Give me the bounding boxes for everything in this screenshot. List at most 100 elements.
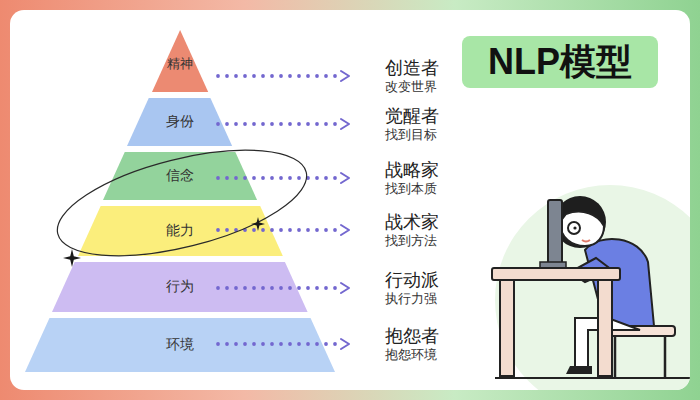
arrow-dot <box>216 122 220 126</box>
arrow-dot <box>252 342 256 346</box>
arrow-dot <box>288 74 292 78</box>
pyramid-band: 信念 <box>103 152 257 200</box>
arrow-head <box>341 173 349 183</box>
arrow-dot <box>216 176 220 180</box>
role-name: 抱怨者 <box>385 324 439 348</box>
arrow-head <box>341 225 349 235</box>
role-description: 找到本质 <box>385 180 437 198</box>
dotted-arrow <box>216 71 349 81</box>
band-fill <box>127 98 232 146</box>
role-description: 执行力强 <box>385 290 437 308</box>
arrow-dot <box>333 228 337 232</box>
arrow-dot <box>252 74 256 78</box>
dotted-arrow <box>216 339 349 349</box>
arrow-dot <box>324 228 328 232</box>
arrow-dot <box>261 74 265 78</box>
arrow-dot <box>324 176 328 180</box>
arrow-dot <box>315 176 319 180</box>
arrow-dot <box>333 122 337 126</box>
arrow-dot <box>270 74 274 78</box>
arrow-head <box>341 339 349 349</box>
band-label: 信念 <box>166 167 194 185</box>
arrow-dot <box>297 122 301 126</box>
arrow-dot <box>315 74 319 78</box>
arrow-dot <box>297 228 301 232</box>
arrow-dot <box>306 286 310 290</box>
arrow-dot <box>306 122 310 126</box>
arrow-dot <box>297 176 301 180</box>
arrow-dot <box>261 176 265 180</box>
arrow-head <box>341 119 349 129</box>
role-description: 找到目标 <box>385 126 437 144</box>
star-mark <box>63 249 81 267</box>
arrow-dot <box>261 122 265 126</box>
star-mark <box>251 217 265 231</box>
arrow-dot <box>288 342 292 346</box>
arrow-dot <box>225 342 229 346</box>
arrow-dot <box>261 228 265 232</box>
arrow-dot <box>288 176 292 180</box>
band-fill <box>52 262 308 312</box>
arrow-dot <box>252 286 256 290</box>
arrow-dot <box>324 286 328 290</box>
arrow-dot <box>333 286 337 290</box>
arrow-dot <box>234 74 238 78</box>
arrow-dot <box>252 122 256 126</box>
arrow-head <box>341 71 349 81</box>
arrow-dot <box>243 342 247 346</box>
arrow-dot <box>288 286 292 290</box>
arrow-dot <box>315 228 319 232</box>
arrow-dot <box>225 286 229 290</box>
role-name: 行动派 <box>385 268 439 292</box>
band-fill <box>152 30 208 92</box>
arrow-dot <box>297 342 301 346</box>
arrow-dot <box>252 228 256 232</box>
arrow-dot <box>270 176 274 180</box>
arrow-dot <box>324 122 328 126</box>
band-label: 行为 <box>166 278 194 296</box>
arrow-dot <box>234 228 238 232</box>
band-fill <box>25 318 335 372</box>
pyramid-band: 行为 <box>52 262 308 312</box>
arrow-dot <box>216 74 220 78</box>
arrow-dot <box>234 122 238 126</box>
band-label: 能力 <box>166 222 194 240</box>
role-description: 找到方法 <box>385 232 437 250</box>
arrow-dot <box>243 176 247 180</box>
arrow-dot <box>243 122 247 126</box>
arrow-dot <box>306 342 310 346</box>
arrow-dot <box>297 286 301 290</box>
arrow-dot <box>234 342 238 346</box>
arrow-dot <box>333 342 337 346</box>
arrow-dot <box>252 176 256 180</box>
person-illustration <box>492 185 690 390</box>
arrow-dot <box>306 74 310 78</box>
arrow-dot <box>243 228 247 232</box>
arrow-dot <box>324 342 328 346</box>
band-label: 环境 <box>166 336 194 354</box>
arrow-dot <box>333 176 337 180</box>
arrow-dot <box>270 286 274 290</box>
arrow-dot <box>279 228 283 232</box>
pyramid-band: 身份 <box>127 98 232 146</box>
arrow-dot <box>216 228 220 232</box>
role-description: 改变世界 <box>385 78 437 96</box>
arrow-dot <box>288 228 292 232</box>
arrow-dot <box>279 176 283 180</box>
arrow-dot <box>216 286 220 290</box>
arrow-dot <box>315 122 319 126</box>
arrow-dot <box>234 286 238 290</box>
arrow-dot <box>270 342 274 346</box>
orbit-ellipse <box>47 129 317 276</box>
arrow-dot <box>279 342 283 346</box>
arrow-dot <box>324 74 328 78</box>
role-name: 战略家 <box>385 158 439 182</box>
title-text: NLP模型 <box>488 38 632 87</box>
arrow-dot <box>270 228 274 232</box>
role-name: 觉醒者 <box>385 104 439 128</box>
arrow-dot <box>261 342 265 346</box>
arrow-dot <box>315 342 319 346</box>
band-fill <box>103 152 257 200</box>
arrow-dot <box>279 286 283 290</box>
pyramid-band: 能力 <box>78 206 283 256</box>
